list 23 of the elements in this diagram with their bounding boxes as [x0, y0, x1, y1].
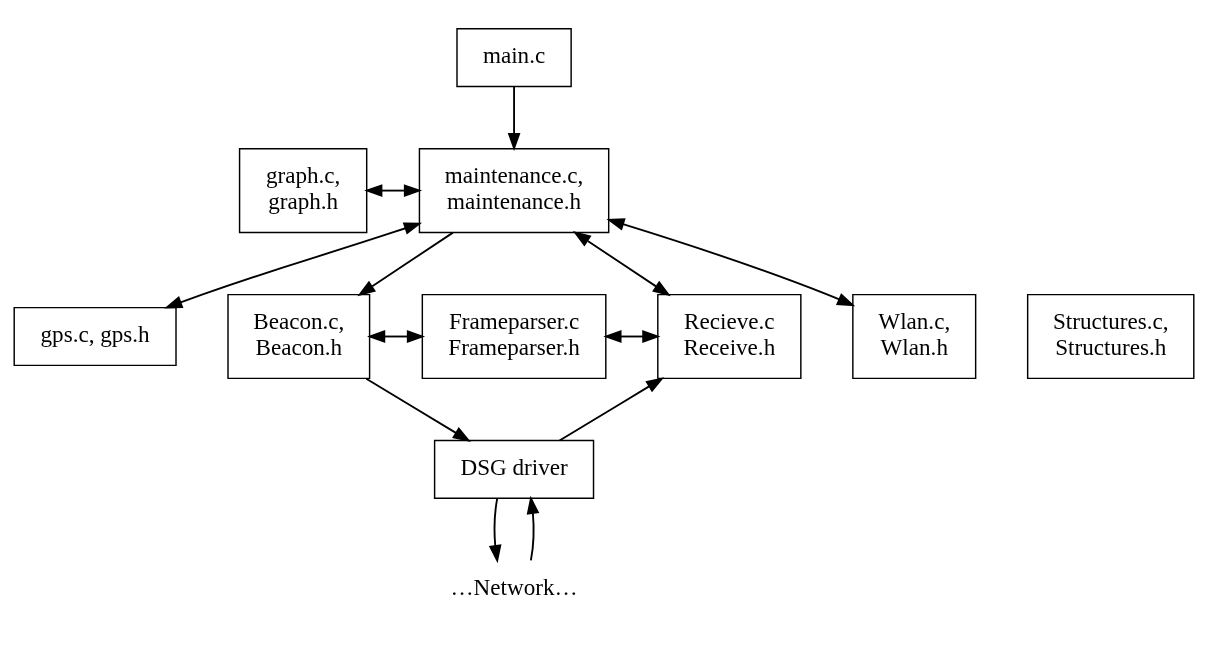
arrow	[526, 495, 540, 562]
arrow	[365, 377, 471, 442]
arrow	[558, 377, 665, 442]
node-box: DSG driver	[433, 439, 595, 500]
arrow	[606, 218, 856, 307]
arrow	[164, 222, 423, 309]
arrow	[572, 231, 671, 297]
node-box: Recieve.c Receive.h	[657, 293, 802, 380]
node-box: Wlan.c, Wlan.h	[852, 293, 977, 380]
node-box: graph.c, graph.h	[238, 147, 368, 234]
arrow	[364, 184, 423, 197]
arrow	[488, 497, 502, 564]
arrow	[357, 231, 454, 297]
node-box: gps.c, gps.h	[13, 306, 177, 367]
arrow	[603, 330, 661, 343]
node-box: main.c	[456, 28, 572, 88]
arrow	[507, 85, 521, 152]
node-text: …Network…	[450, 573, 578, 600]
node-box: maintenance.c, maintenance.h	[418, 147, 610, 234]
node-box: Beacon.c, Beacon.h	[227, 293, 371, 380]
node-box: Frameparser.c Frameparser.h	[421, 293, 607, 380]
arrow	[367, 330, 426, 343]
node-box: Structures.c, Structures.h	[1026, 293, 1195, 380]
